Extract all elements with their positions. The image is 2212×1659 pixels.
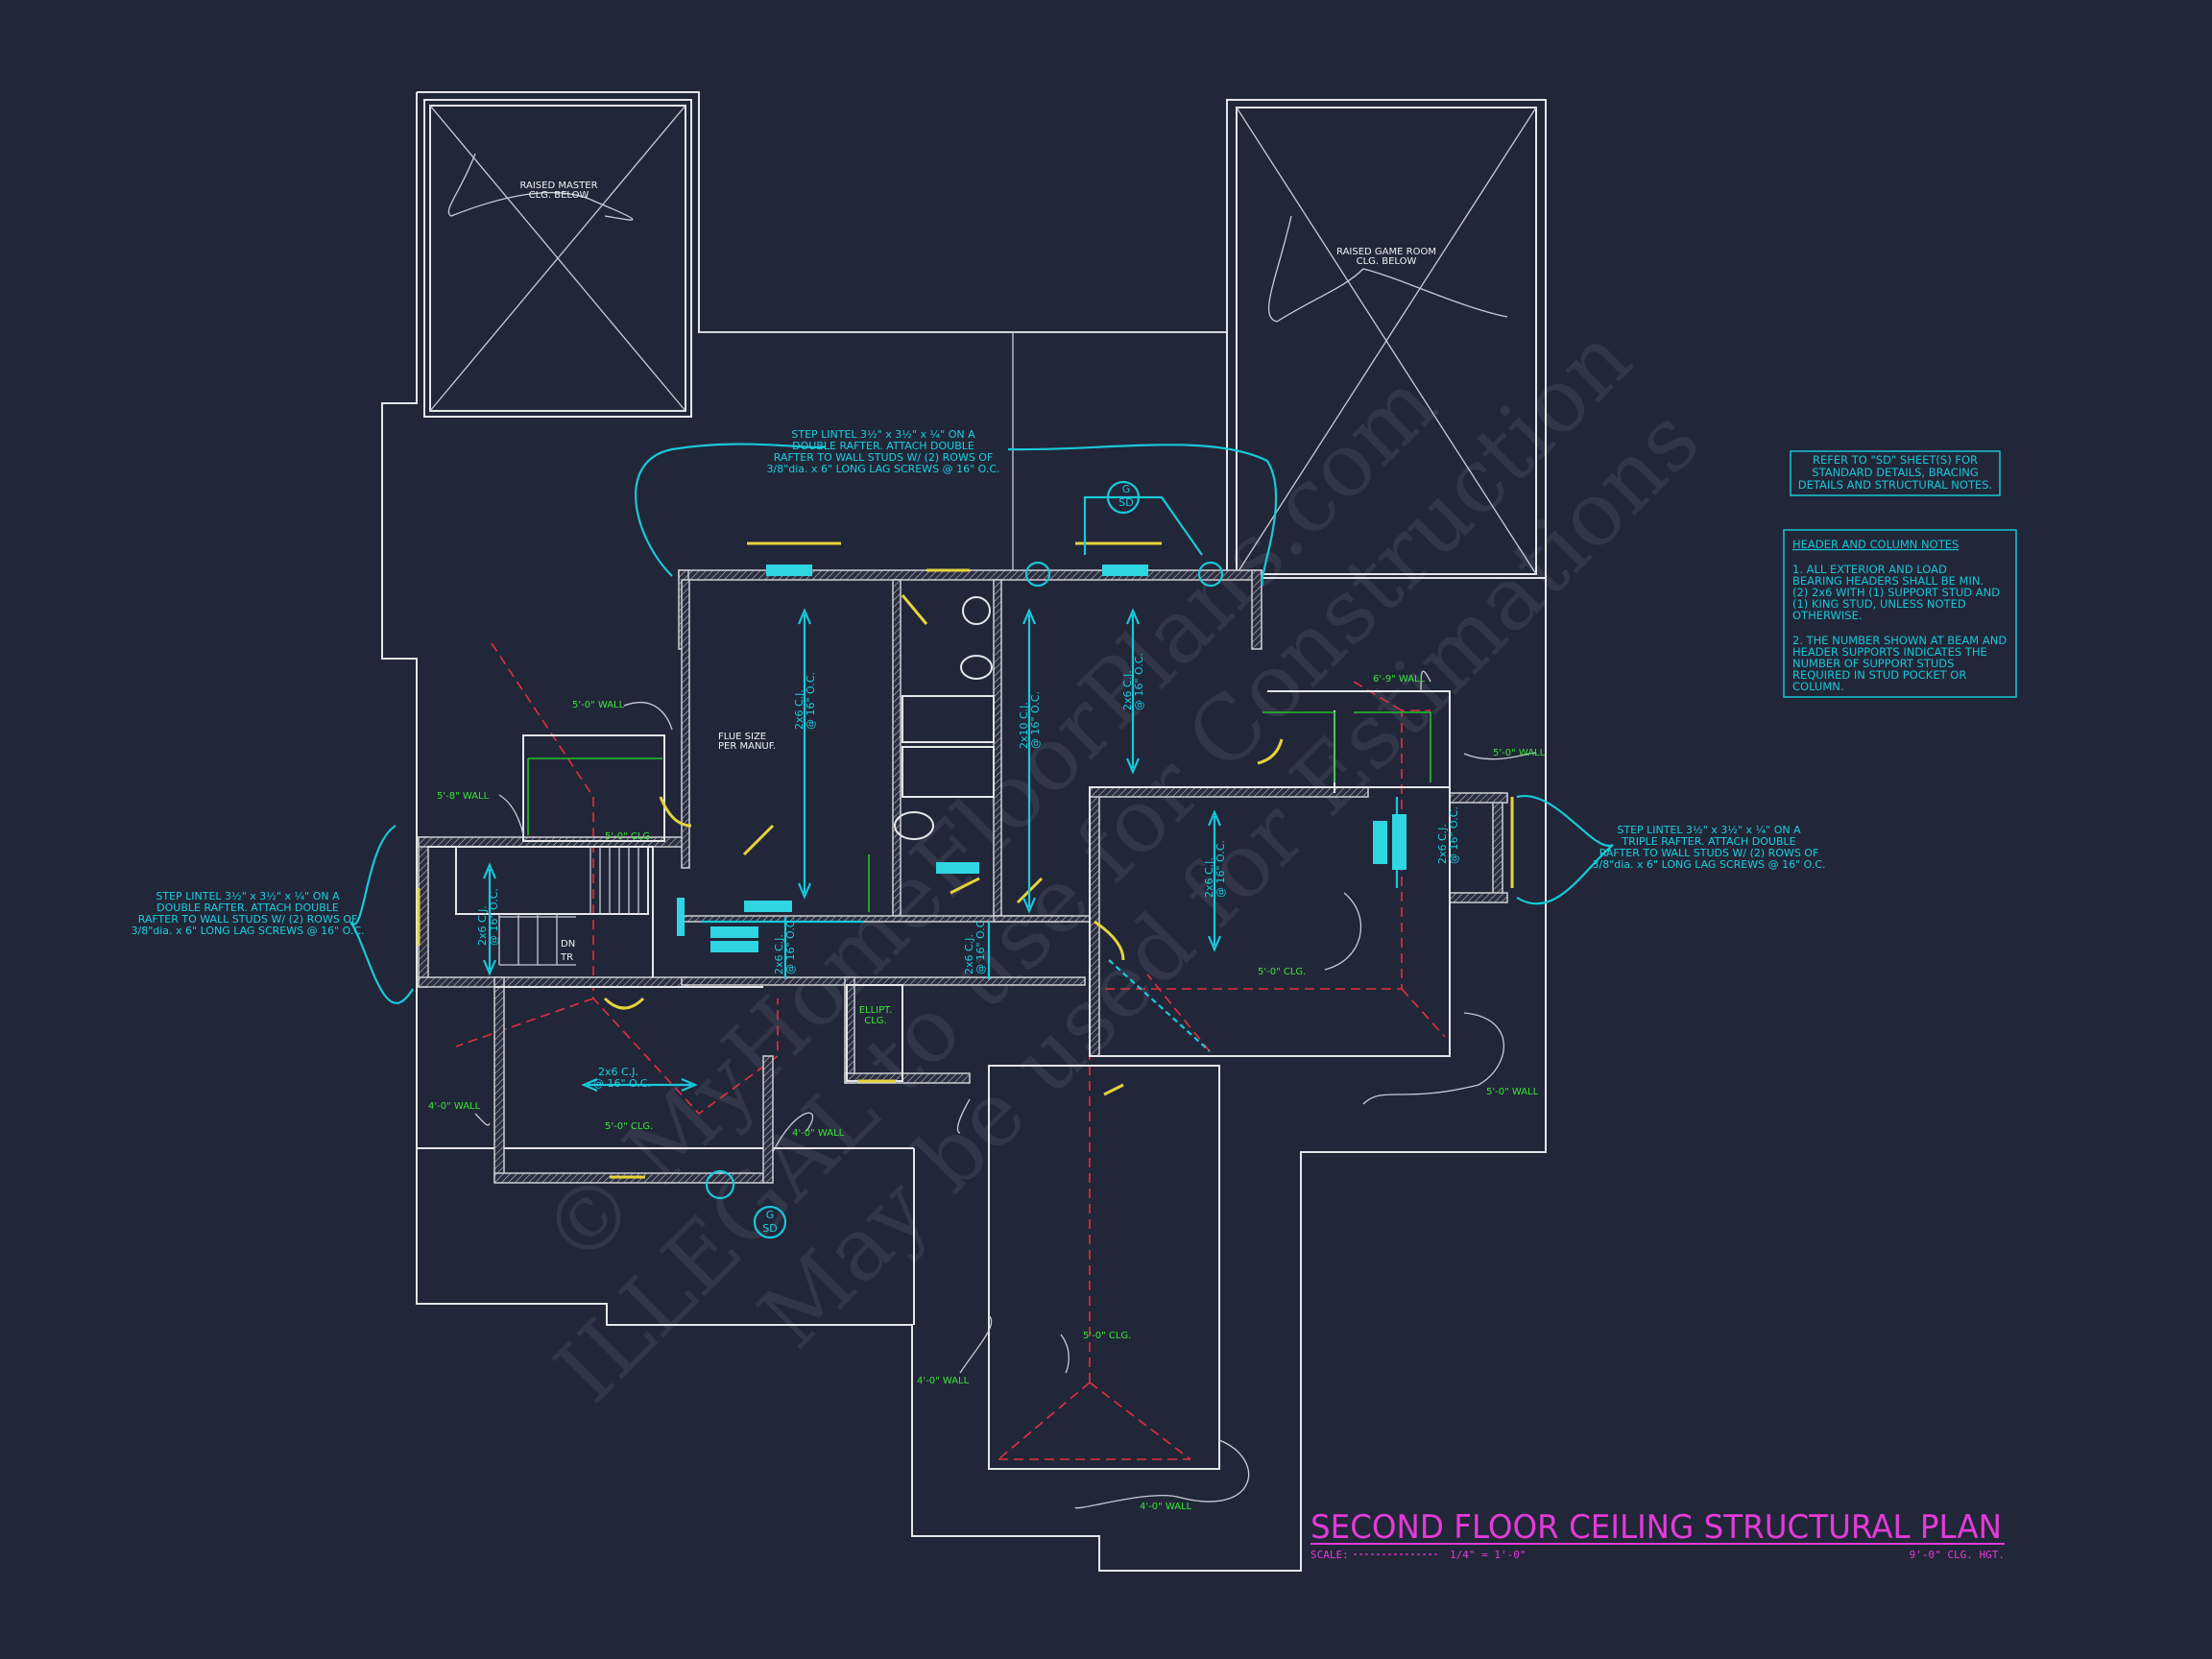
- cj-bedroom4-oc: @ 16" O.C.: [1214, 840, 1227, 898]
- wall-label-leaders: [474, 670, 1537, 1509]
- cj-living-oc: @ 16" O.C.: [593, 1077, 651, 1090]
- note1-line-5: OTHERWISE.: [1792, 609, 1863, 622]
- note2-line-5: COLUMN.: [1792, 680, 1844, 693]
- cj-bedroom2-oc: @ 16" O.C.: [805, 672, 817, 730]
- lintel-right-4: 3/8"dia. x 6" LONG LAG SCREWS @ 16" O.C.: [1592, 858, 1825, 871]
- g-marker-bottom: G: [766, 1209, 775, 1221]
- lintel-left-3: RAFTER TO WALL STUDS W/ (2) ROWS OF: [138, 913, 358, 926]
- stair-dn-label: DN: [561, 939, 575, 950]
- stairs: DN TR: [455, 846, 649, 965]
- lintel-right-3: RAFTER TO WALL STUDS W/ (2) ROWS OF: [1599, 847, 1819, 859]
- lintel-left-1: STEP LINTEL 3½" x 3½" x ¼" ON A: [156, 890, 340, 902]
- cj-bath: 2x10 C.J.: [1018, 702, 1030, 749]
- leader-lines: [349, 443, 1614, 1239]
- raised-master-label-2: CLG. BELOW: [529, 190, 589, 201]
- refer-line-2: STANDARD DETAILS, BRACING: [1812, 466, 1978, 479]
- notes-refer-box: REFER TO "SD" SHEET(S) FOR STANDARD DETA…: [1790, 450, 2001, 496]
- joist-arrows: [482, 565, 1407, 1093]
- note2-line-1: 2. THE NUMBER SHOWN AT BEAM AND: [1792, 634, 2007, 647]
- raised-game-ceiling: RAISED GAME ROOM CLG. BELOW: [1226, 99, 1547, 579]
- lintel-top-1: STEP LINTEL 3½" x 3½" x ¼" ON A: [791, 428, 975, 441]
- ellipt-label-1: ELLIPT.: [859, 1005, 893, 1016]
- closet-lines: [527, 711, 1431, 912]
- cj-bath-oc: @ 16" O.C.: [1029, 691, 1042, 749]
- cj-hall: 2x6 C.J.: [773, 934, 785, 974]
- wall-label-8: 4'-0" WALL: [917, 1376, 970, 1386]
- note2-line-3: NUMBER OF SUPPORT STUDS: [1792, 657, 1954, 670]
- refer-line-1: REFER TO "SD" SHEET(S) FOR: [1813, 453, 1978, 467]
- ceiling-label-4: 5'-0" CLG.: [1083, 1331, 1131, 1341]
- cj-bedroom4: 2x6 C.J.: [1203, 857, 1215, 898]
- cj-stair: 2x6 C.J.: [476, 905, 489, 946]
- wall-label-3: 4'-0" WALL: [428, 1101, 481, 1112]
- wall-label-1: 5'-0" WALL: [572, 700, 625, 710]
- lintel-right-1: STEP LINTEL 3½" x 3½" x ¼" ON A: [1617, 824, 1801, 836]
- cj-living: 2x6 C.J.: [598, 1066, 638, 1078]
- cj-bedroom3-oc: @ 16" O.C.: [1133, 653, 1145, 710]
- wall-label-5: 6'-9" WALL: [1373, 674, 1426, 685]
- note1-line-3: (2) 2x6 WITH (1) SUPPORT STUD AND: [1792, 586, 2000, 599]
- flue-label-2: PER MANUF.: [718, 741, 776, 752]
- cj-bedroom2: 2x6 C.J.: [793, 689, 805, 730]
- lintel-right-2: TRIPLE RAFTER. ATTACH DOUBLE: [1621, 835, 1795, 848]
- cj-stair-oc: @ 16" O.C.: [488, 888, 500, 946]
- stair-tr-label: TR: [560, 952, 573, 963]
- cj-closet: 2x6 C.J.: [1436, 824, 1449, 864]
- refer-line-3: DETAILS AND STRUCTURAL NOTES.: [1798, 478, 1992, 492]
- title-block: SECOND FLOOR CEILING STRUCTURAL PLAN SCA…: [1310, 1508, 2005, 1561]
- cj-closet-oc: @ 16" O.C.: [1448, 806, 1460, 864]
- plan-text: STEP LINTEL 3½" x 3½" x ¼" ON A DOUBLE R…: [131, 428, 1825, 1512]
- ellipt-label-2: CLG.: [864, 1016, 886, 1026]
- ceiling-height: 9'-0" CLG. HGT.: [1910, 1549, 2005, 1561]
- wall-label-7: 5'-0" WALL: [1486, 1087, 1539, 1097]
- flue-label-1: FLUE SIZE: [718, 732, 766, 742]
- wall-label-9: 4'-0" WALL: [1140, 1502, 1192, 1512]
- header-notes-title: HEADER AND COLUMN NOTES: [1792, 538, 1959, 551]
- raised-master-label-1: RAISED MASTER: [519, 180, 597, 191]
- windows: [417, 541, 1514, 1179]
- lintel-top-3: RAFTER TO WALL STUDS W/ (2) ROWS OF: [774, 451, 994, 464]
- note2-line-2: HEADER SUPPORTS INDICATES THE: [1792, 645, 1987, 659]
- lintel-left-4: 3/8"dia. x 6" LONG LAG SCREWS @ 16" O.C.: [131, 925, 364, 937]
- wall-label-6: 5'-0" WALL: [1493, 748, 1546, 758]
- sd-marker-bottom: SD: [762, 1222, 777, 1235]
- cj-hall2-oc: @ 16" O.C.: [974, 917, 987, 974]
- notes-header-box: HEADER AND COLUMN NOTES 1. ALL EXTERIOR …: [1783, 529, 2017, 698]
- note1-line-2: BEARING HEADERS SHALL BE MIN.: [1792, 574, 1984, 588]
- plan-title: SECOND FLOOR CEILING STRUCTURAL PLAN: [1310, 1508, 2002, 1547]
- lintel-left-2: DOUBLE RAFTER. ATTACH DOUBLE: [156, 902, 339, 914]
- note1-line-1: 1. ALL EXTERIOR AND LOAD: [1792, 563, 1947, 576]
- scale-value: 1/4" = 1'-0": [1450, 1549, 1526, 1561]
- cj-bedroom3: 2x6 C.J.: [1121, 670, 1134, 710]
- raised-game-label-2: CLG. BELOW: [1357, 256, 1417, 267]
- ceiling-label-1: 5'-0" CLG.: [605, 831, 653, 842]
- wall-label-4: 4'-0" WALL: [792, 1128, 845, 1139]
- lintel-top-2: DOUBLE RAFTER. ATTACH DOUBLE: [792, 440, 974, 452]
- wall-label-2: 5'-8" WALL: [437, 791, 490, 802]
- cj-hall2: 2x6 C.J.: [963, 934, 975, 974]
- scale-label: SCALE:: [1310, 1549, 1349, 1561]
- note2-line-4: REQUIRED IN STUD POCKET OR: [1792, 668, 1966, 682]
- raised-game-label-1: RAISED GAME ROOM: [1336, 247, 1436, 257]
- g-marker-top: G: [1122, 483, 1131, 495]
- ceiling-label-3: 5'-0" CLG.: [1258, 967, 1306, 977]
- raised-master-ceiling: RAISED MASTER CLG. BELOW: [429, 105, 686, 412]
- lintel-top-4: 3/8"dia. x 6" LONG LAG SCREWS @ 16" O.C.: [766, 463, 999, 475]
- note1-line-4: (1) KING STUD, UNLESS NOTED: [1792, 597, 1966, 611]
- cj-hall-oc: @ 16" O.C.: [784, 917, 797, 974]
- sd-marker-top: SD: [1118, 496, 1133, 509]
- ceiling-label-2: 5'-0" CLG.: [605, 1121, 653, 1132]
